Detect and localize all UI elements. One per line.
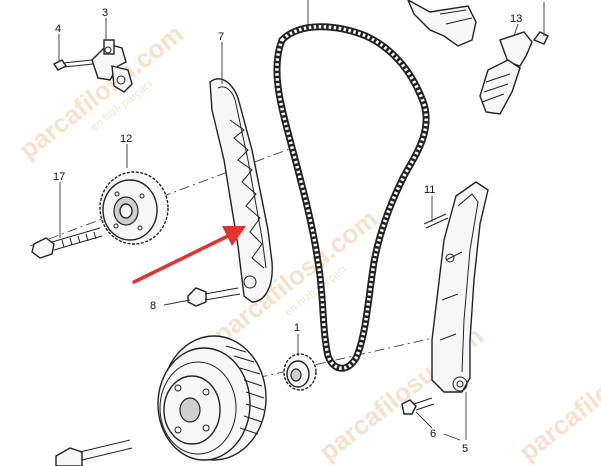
part-top-cover xyxy=(407,0,477,47)
callout-5: 5 xyxy=(462,443,468,455)
callout-17: 17 xyxy=(53,171,65,183)
part-timing-chain xyxy=(273,23,430,372)
part-bolt-6 xyxy=(401,397,435,415)
callout-12: 12 xyxy=(120,133,132,145)
watermark-right: parcafilosu.com xyxy=(513,320,601,466)
callout-11: 11 xyxy=(424,184,435,196)
callout-7: 7 xyxy=(218,31,224,43)
part-crankshaft-sprocket xyxy=(283,353,317,391)
centerline-lower xyxy=(159,329,469,401)
part-control-valve xyxy=(479,31,549,115)
part-chain-guide-right xyxy=(431,181,489,393)
callout-1: 1 xyxy=(294,322,300,334)
callout-3: 3 xyxy=(102,7,108,19)
part-bolt-8 xyxy=(187,287,241,307)
callout-13: 13 xyxy=(510,13,522,25)
callout-6: 6 xyxy=(430,428,436,440)
part-stud-11 xyxy=(423,213,449,229)
part-chain-guide-left xyxy=(209,78,273,303)
callout-2: 2 xyxy=(304,0,310,2)
red-arrow-indicator xyxy=(132,226,246,284)
part-crank-pulley xyxy=(157,335,267,461)
watermark-brand-1: parcafilosu.com xyxy=(13,18,189,164)
part-camshaft-sprocket xyxy=(99,171,169,245)
leader-lines xyxy=(58,0,545,441)
part-bolt-4 xyxy=(52,59,94,71)
callout-8: 8 xyxy=(150,300,156,312)
callout-4: 4 xyxy=(55,23,61,35)
centerline-upper xyxy=(29,147,293,247)
watermark-brand-4: parcafilosu.com xyxy=(513,320,601,466)
part-tensioner xyxy=(91,39,133,93)
part-bolt-17 xyxy=(31,227,103,259)
callout-labels: 2 3 4 7 12 17 13 11 8 1 6 5 xyxy=(53,0,522,455)
part-crank-bolt xyxy=(55,439,133,466)
